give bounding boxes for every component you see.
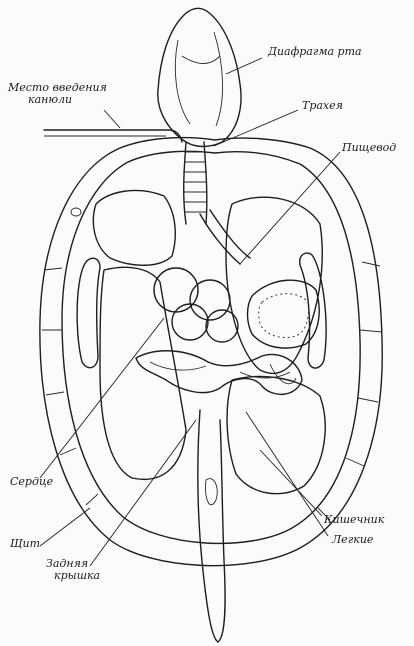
head-outline [158, 8, 241, 146]
label-trachea: Трахея [302, 100, 343, 112]
label-back-cap-line1: Задняя [46, 558, 88, 570]
tail [198, 410, 225, 642]
label-back-cap-line2: крышка [54, 570, 100, 582]
label-lungs: Легкие [332, 534, 373, 546]
label-heart: Сердце [10, 476, 53, 488]
trachea-rings [183, 152, 207, 212]
label-cannula-place-line1: Место введения [8, 82, 107, 94]
label-mouth-diaphragm: Диафрагма рта [268, 46, 362, 58]
esophagus-tube [200, 210, 250, 264]
label-intestine: Кишечник [324, 514, 384, 526]
tail-vent [206, 479, 218, 505]
left-lung-lower [100, 267, 186, 479]
left-lung-upper [93, 190, 175, 265]
label-esophagus: Пищевод [342, 142, 396, 154]
heart-lobes [154, 268, 238, 342]
spot-mark [71, 208, 81, 216]
carapace-outline [40, 138, 382, 566]
left-girdle [77, 258, 100, 367]
right-scute-lines [318, 262, 382, 520]
mouth-diaphragm [175, 32, 222, 126]
label-cannula-place-line2: канюли [28, 94, 72, 106]
stomach-inner [259, 294, 309, 338]
plastron-rim [62, 151, 360, 543]
label-shield: Щит [10, 538, 40, 550]
